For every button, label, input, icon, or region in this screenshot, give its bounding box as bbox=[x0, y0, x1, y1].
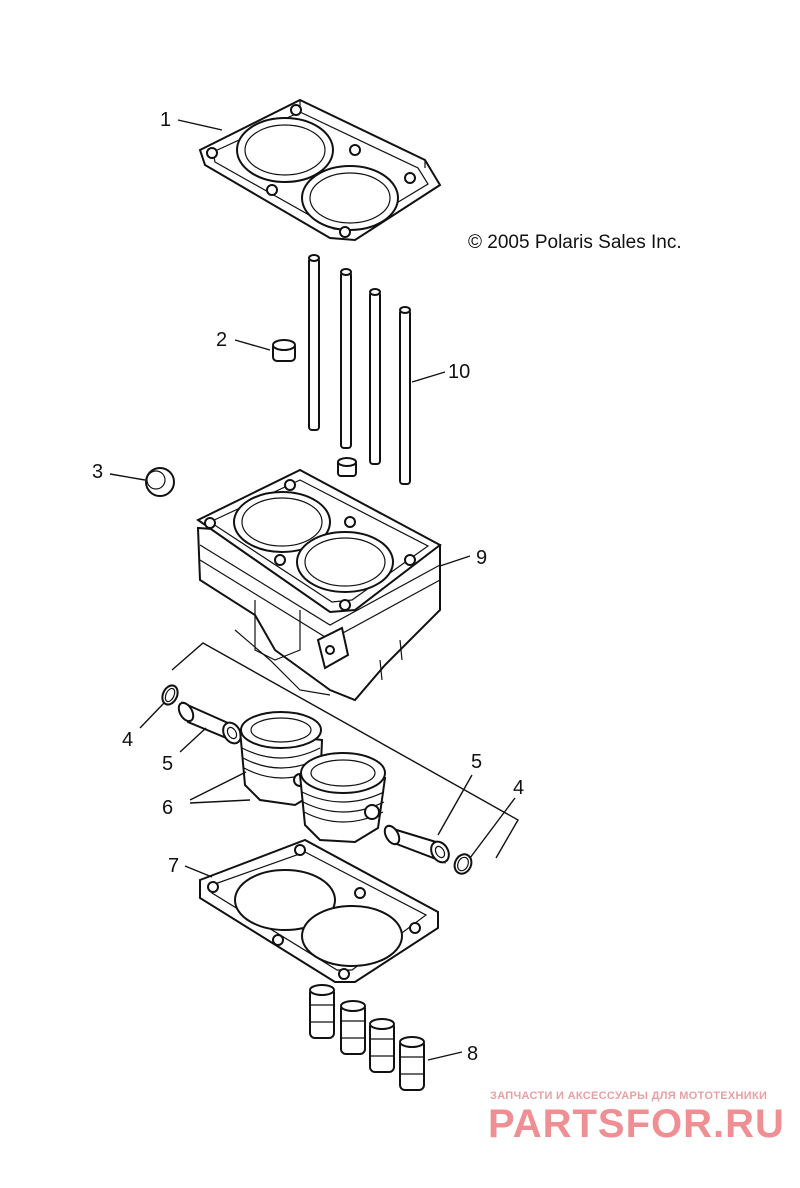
callout-9: 9 bbox=[476, 547, 487, 569]
stud-3 bbox=[369, 288, 381, 465]
stud-1 bbox=[308, 254, 320, 431]
head-gasket bbox=[198, 98, 442, 242]
callout-10: 10 bbox=[448, 361, 470, 383]
callout-5-left: 5 bbox=[162, 753, 173, 775]
circlip-left bbox=[161, 684, 179, 706]
bushing-1 bbox=[309, 984, 335, 1039]
callout-5-right: 5 bbox=[471, 751, 482, 773]
cylinder-block bbox=[196, 468, 442, 702]
callout-2: 2 bbox=[216, 329, 227, 351]
bushing-4 bbox=[399, 1036, 425, 1091]
dowel-pin-2 bbox=[337, 457, 357, 477]
callout-6: 6 bbox=[162, 797, 173, 819]
callout-8: 8 bbox=[467, 1043, 478, 1065]
leader-lines bbox=[109, 119, 516, 1061]
callout-3: 3 bbox=[92, 461, 103, 483]
callouts: 1 2 3 10 9 4 5 6 5 4 7 8 bbox=[92, 109, 524, 1065]
circlip-right bbox=[453, 853, 473, 875]
bushing-2 bbox=[340, 1000, 366, 1055]
plug bbox=[145, 467, 175, 497]
stud-2 bbox=[340, 268, 352, 449]
cylinder-studs bbox=[308, 254, 411, 485]
wrist-pin-left bbox=[177, 701, 242, 745]
wrist-pin-right bbox=[383, 824, 450, 864]
callout-4-right: 4 bbox=[513, 777, 524, 799]
base-gasket bbox=[199, 838, 439, 983]
copyright-notice: © 2005 Polaris Sales Inc. bbox=[468, 232, 682, 253]
watermark-tagline: ЗАПЧАСТИ И АКСЕССУАРЫ ДЛЯ МОТОТЕХНИКИ bbox=[490, 1090, 768, 1102]
bushings bbox=[309, 984, 425, 1091]
callout-4-left: 4 bbox=[122, 729, 133, 751]
assembly-bracket bbox=[171, 642, 519, 859]
stud-4 bbox=[399, 306, 411, 485]
bushing-3 bbox=[369, 1018, 395, 1073]
callout-1: 1 bbox=[160, 109, 171, 131]
dowel-pin bbox=[272, 339, 296, 362]
watermark-logo: PARTSFOR.RU bbox=[488, 1102, 785, 1146]
callout-7: 7 bbox=[168, 855, 179, 877]
piston-right bbox=[298, 752, 387, 844]
